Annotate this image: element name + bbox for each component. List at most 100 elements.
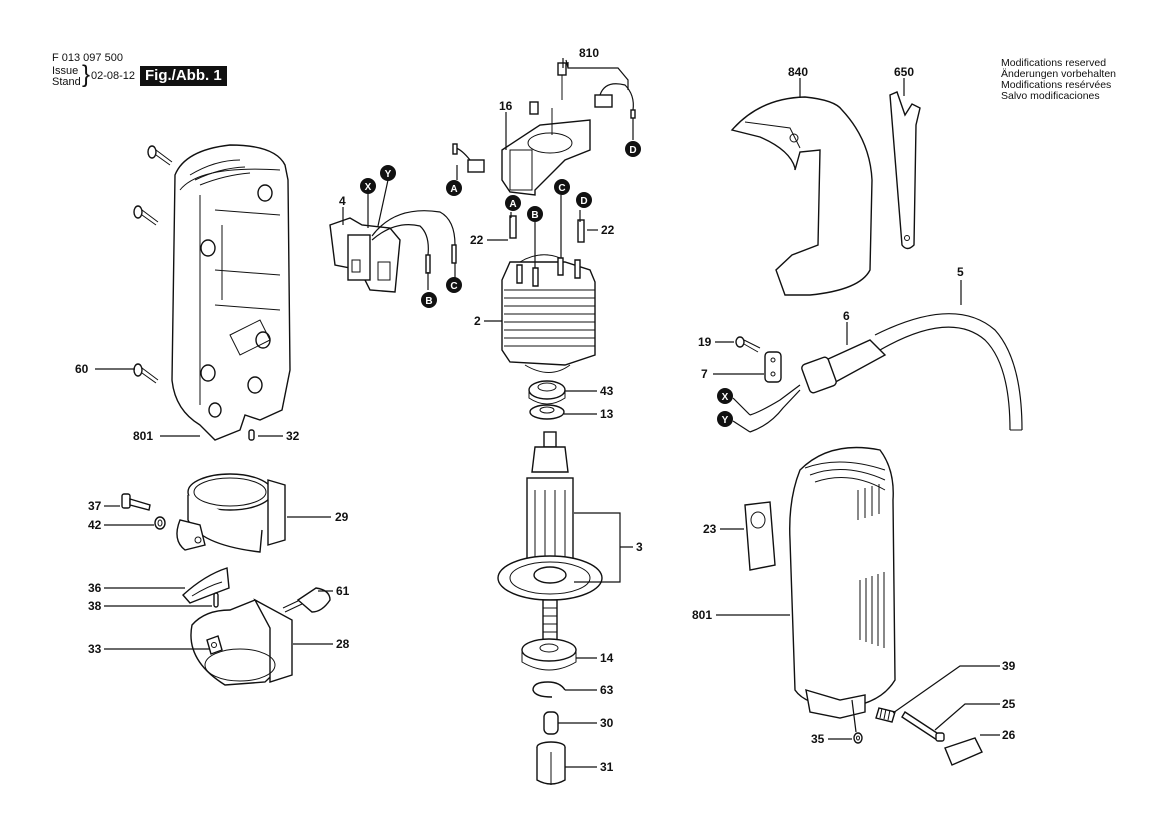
marker-a-stator: A	[505, 195, 521, 211]
issue-date: 02-08-12	[91, 70, 136, 82]
modifications-line-fr: Modifications resérvées	[1001, 79, 1112, 91]
label-32: 32	[286, 429, 300, 443]
marker-b-stator-text: B	[531, 210, 538, 221]
marker-c-switch: C	[446, 277, 462, 293]
part-labels: 810 16 840 650 4 22 22 2 43 13 60 801 32…	[75, 46, 1016, 774]
marker-a-brush-text: A	[450, 184, 457, 195]
clamp-36	[182, 567, 230, 604]
label-61: 61	[336, 584, 350, 598]
marker-x-cable: X	[717, 388, 733, 404]
label-23: 23	[703, 522, 717, 536]
label-801-left: 801	[133, 429, 153, 443]
label-33: 33	[88, 642, 102, 656]
label-26: 26	[1002, 728, 1016, 742]
marker-d-brush: D	[625, 141, 641, 157]
marker-x-cable-text: X	[722, 392, 729, 403]
pin-38	[213, 592, 219, 608]
handle-840	[730, 96, 873, 296]
screw-60-bottom	[133, 363, 159, 384]
screw-60-middle	[133, 205, 159, 226]
marker-x-switch: X	[360, 178, 376, 194]
brush-set-810	[557, 62, 636, 119]
collet-30	[543, 711, 559, 735]
washer-42	[154, 516, 166, 530]
issue-label-en: Issue	[52, 65, 79, 77]
label-25: 25	[1002, 697, 1016, 711]
cable-sleeve-6	[749, 339, 887, 433]
label-38: 38	[88, 599, 102, 613]
cable-clamp-7	[764, 351, 782, 383]
wrench-650	[889, 91, 921, 250]
cable-5	[874, 313, 1023, 431]
modifications-notice: Modifications reserved Änderungen vorbeh…	[1001, 58, 1116, 102]
guide-ring-29	[176, 473, 286, 553]
armature-3	[497, 431, 603, 641]
marker-y-cable-text: Y	[722, 415, 729, 426]
label-4: 4	[339, 194, 346, 208]
marker-a-brush: A	[446, 180, 462, 196]
marker-b-switch: B	[421, 292, 437, 308]
label-22-right: 22	[601, 223, 615, 237]
marker-b-stator: B	[527, 206, 543, 222]
bearing-14	[521, 638, 577, 671]
document-code: F 013 097 500	[52, 52, 123, 64]
label-63: 63	[600, 683, 614, 697]
label-29: 29	[335, 510, 349, 524]
retaining-ring-63	[532, 681, 566, 698]
marker-d-stator-text: D	[580, 196, 587, 207]
bolt-37	[121, 493, 151, 511]
stator-2	[501, 254, 596, 373]
label-39: 39	[1002, 659, 1016, 673]
marker-d-stator: D	[576, 192, 592, 208]
label-6: 6	[843, 309, 850, 323]
label-2: 2	[474, 314, 481, 328]
connection-markers: X Y A D B C A B C D X Y	[360, 141, 751, 433]
marker-y-switch-text: Y	[385, 169, 392, 180]
housing-half-left	[171, 144, 291, 441]
marker-y-cable: Y	[717, 411, 733, 427]
marker-a-stator-text: A	[509, 199, 516, 210]
label-31: 31	[600, 760, 614, 774]
bearing-cap-43	[528, 380, 566, 405]
label-13: 13	[600, 407, 614, 421]
screw-19	[735, 336, 761, 353]
marker-c-stator: C	[554, 179, 570, 195]
issue-label: Issue Stand	[52, 66, 81, 88]
switch-4	[329, 210, 457, 293]
screw-60-top	[147, 145, 173, 166]
label-801-right: 801	[692, 608, 712, 622]
figure-label: Fig./Abb. 1	[140, 66, 227, 86]
label-36: 36	[88, 581, 102, 595]
label-3: 3	[636, 540, 643, 554]
pin-32	[248, 429, 255, 441]
switch-cover-23	[744, 501, 776, 571]
label-37: 37	[88, 499, 102, 513]
knob-screw-61	[282, 587, 331, 613]
label-7: 7	[701, 367, 708, 381]
label-28: 28	[336, 637, 350, 651]
label-14: 14	[600, 651, 614, 665]
terminal-22-left	[509, 215, 517, 239]
marker-d-brush-text: D	[629, 145, 636, 156]
marker-c-stator-text: C	[558, 183, 565, 194]
brush-holder-16	[501, 101, 591, 196]
label-16: 16	[499, 99, 513, 113]
label-35: 35	[811, 732, 825, 746]
brace: }	[82, 61, 91, 88]
modifications-line-es: Salvo modificaciones	[1001, 90, 1100, 102]
spindle-lock-pin-25	[901, 711, 945, 742]
issue-label-de: Stand	[52, 76, 81, 88]
base-28	[190, 598, 293, 686]
label-810: 810	[579, 46, 599, 60]
washer-35	[853, 732, 863, 744]
spring-39	[875, 707, 896, 723]
marker-y-switch: Y	[380, 165, 396, 181]
lock-button-26	[944, 737, 983, 766]
modifications-line-de: Änderungen vorbehalten	[1001, 68, 1117, 80]
label-840: 840	[788, 65, 808, 79]
brush-a	[452, 143, 485, 173]
marker-c-switch-text: C	[450, 281, 457, 292]
label-22-left: 22	[470, 233, 484, 247]
modifications-line-en: Modifications reserved	[1001, 57, 1107, 69]
